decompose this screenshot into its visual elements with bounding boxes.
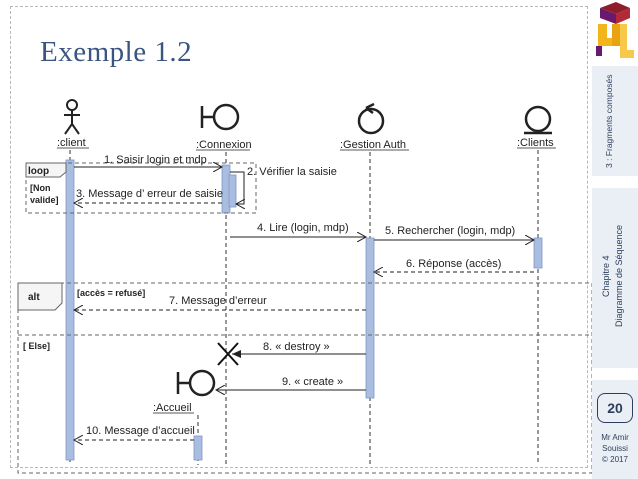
sidebar-section-block bbox=[592, 66, 638, 176]
sequence-diagram: :client :Connexion :Gestion Auth :Client… bbox=[17, 99, 592, 474]
loop-operator-label: loop bbox=[28, 166, 49, 177]
lifeline-label-client: :client bbox=[57, 137, 86, 149]
sidebar-section-label: 3 : Fragments composés bbox=[604, 74, 614, 168]
sidebar-chapter-line2: Diagramme de Séquence bbox=[614, 224, 624, 328]
actor-icon bbox=[64, 99, 80, 135]
activation-accueil bbox=[193, 435, 203, 461]
slide-frame bbox=[10, 6, 588, 468]
author-credit: Mr Amir Souissi © 2017 bbox=[592, 432, 638, 465]
activation-clients bbox=[533, 237, 543, 269]
message-label-10: 10. Message d’accueil bbox=[86, 425, 195, 437]
author-line-3: © 2017 bbox=[602, 455, 628, 464]
alt-operator-tab bbox=[17, 282, 63, 311]
boundary-icon bbox=[176, 369, 216, 397]
destroy-x-icon bbox=[217, 342, 239, 366]
message-label-7: 7. Message d’erreur bbox=[169, 295, 267, 307]
sidebar-chapter-block bbox=[592, 188, 638, 368]
alt-operator-label: alt bbox=[28, 292, 40, 303]
sidebar-chapter-line1: Chapitre 4 bbox=[601, 255, 611, 297]
control-icon bbox=[357, 102, 385, 135]
author-line-2: Souissi bbox=[602, 444, 628, 453]
author-line-1: Mr Amir bbox=[601, 433, 629, 442]
lifeline-label-gestion-auth: :Gestion Auth bbox=[340, 139, 406, 151]
loop-guard-line-2: valide] bbox=[30, 195, 59, 205]
loop-fragment bbox=[25, 162, 257, 214]
message-label-5: 5. Rechercher (login, mdp) bbox=[385, 225, 515, 237]
activation-connexion-self bbox=[228, 174, 237, 208]
sidebar-chapter-label: Chapitre 4 Diagramme de Séquence bbox=[600, 196, 630, 356]
alt-else-guard: [ Else] bbox=[23, 341, 50, 351]
loop-operator-tab bbox=[25, 162, 67, 178]
alt-fragment bbox=[17, 282, 592, 474]
lifeline-label-clients: :Clients bbox=[517, 137, 554, 149]
message-label-6: 6. Réponse (accès) bbox=[406, 258, 501, 270]
message-label-4: 4. Lire (login, mdp) bbox=[257, 222, 349, 234]
message-label-9: 9. « create » bbox=[282, 376, 343, 388]
boundary-icon bbox=[200, 103, 240, 131]
alt-guard: [accès = refusé] bbox=[77, 288, 145, 298]
message-label-1: 1. Saisir login et mdp bbox=[104, 154, 207, 166]
message-label-8: 8. « destroy » bbox=[263, 341, 330, 353]
message-label-3: 3. Message d’ erreur de saisie bbox=[76, 188, 223, 200]
lifeline-label-accueil: :Accueil bbox=[153, 402, 192, 414]
loop-guard-line-1: [Non bbox=[30, 183, 51, 193]
slide-title: Exemple 1.2 bbox=[40, 36, 193, 68]
activation-gestion-auth bbox=[365, 237, 375, 399]
entity-icon bbox=[524, 105, 552, 135]
uml-logo-icon bbox=[596, 2, 634, 58]
page-number-badge: 20 bbox=[597, 393, 633, 423]
activation-client bbox=[65, 159, 75, 461]
message-arrow-2 bbox=[230, 171, 244, 204]
lifeline-label-connexion: :Connexion bbox=[196, 139, 252, 151]
message-label-2: 2. Vérifier la saisie bbox=[247, 166, 337, 178]
